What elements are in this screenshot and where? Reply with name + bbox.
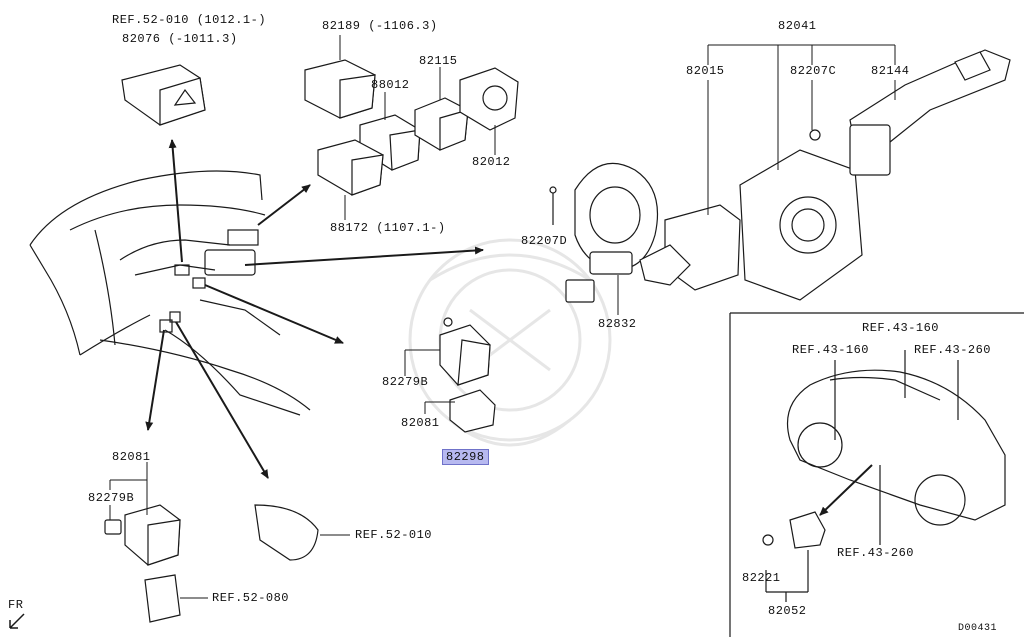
label-82279b-mid: 82279B (382, 375, 429, 389)
label-82298-highlighted[interactable]: 82298 (442, 449, 489, 465)
front-direction-icon (9, 613, 25, 629)
label-82221: 82221 (742, 571, 781, 585)
label-88172: 88172 (1107.1-) (330, 221, 446, 235)
label-82081-low: 82081 (112, 450, 151, 464)
label-82081-mid: 82081 (401, 416, 440, 430)
label-ref-43-260-b: REF.43-260 (837, 546, 915, 560)
label-ref-43-260-a: REF.43-260 (914, 343, 992, 357)
label-fr: FR (8, 598, 24, 612)
label-82279b-low: 82279B (88, 491, 135, 505)
hazard-switch-part (121, 64, 206, 126)
label-ref-43-160-a: REF.43-160 (862, 321, 940, 335)
label-ref-52-010-low: REF.52-010 (355, 528, 433, 542)
label-ref-43-160-b: REF.43-160 (792, 343, 870, 357)
callout-brackets (109, 35, 896, 599)
lower-switch-part (104, 504, 319, 623)
label-88012: 88012 (371, 78, 410, 92)
watermark-emblem (408, 238, 612, 447)
label-ref-52-080: REF.52-080 (212, 591, 290, 605)
dashboard-outline (29, 170, 311, 416)
clock-spring-part (565, 162, 659, 303)
label-82115: 82115 (419, 54, 458, 68)
label-82189: 82189 (-1106.3) (322, 19, 438, 33)
leader-arrows (145, 139, 873, 516)
label-82076: 82076 (-1011.3) (122, 32, 238, 46)
label-82052: 82052 (768, 604, 807, 618)
switch-group-upper (304, 59, 519, 196)
diagram-code: D00431 (958, 623, 998, 634)
column-switch-part (639, 49, 1011, 301)
label-82041: 82041 (778, 19, 817, 33)
label-ref-52-010-top: REF.52-010 (1012.1-) (112, 13, 267, 27)
label-82832: 82832 (598, 317, 637, 331)
vehicle-inset (729, 312, 1024, 637)
screw-part (549, 129, 821, 225)
label-82144: 82144 (871, 64, 910, 78)
mirror-switch-part (439, 317, 496, 433)
label-82207d: 82207D (521, 234, 568, 248)
label-82012: 82012 (472, 155, 511, 169)
label-82207c: 82207C (790, 64, 837, 78)
label-82015: 82015 (686, 64, 725, 78)
